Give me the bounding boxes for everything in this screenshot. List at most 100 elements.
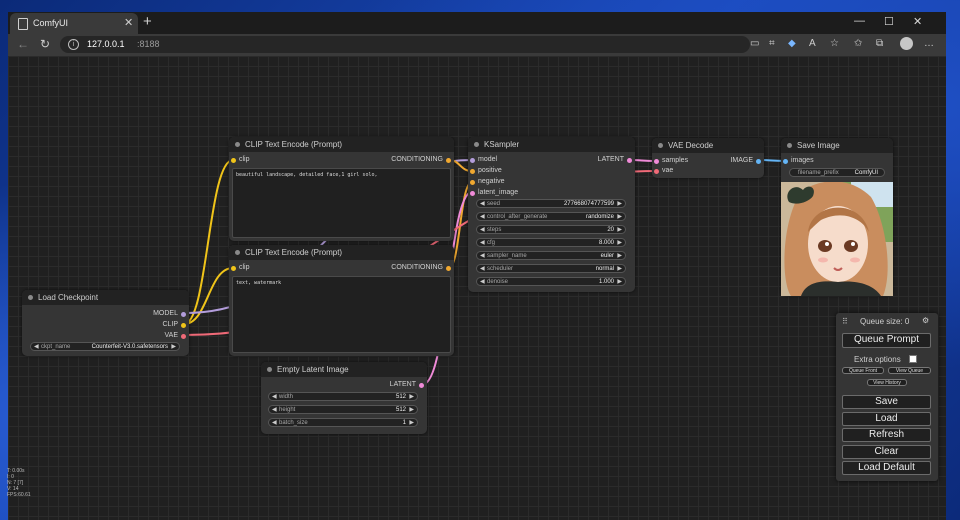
arrow-right-icon[interactable]: ▶ [171, 344, 176, 350]
gear-icon[interactable]: ⚙ [922, 316, 930, 325]
arrow-left-icon[interactable]: ◀ [480, 266, 485, 272]
collapse-dot[interactable] [658, 143, 663, 148]
widget-seed[interactable]: ◀ seed 277668074777599 ▶ [476, 199, 626, 208]
input-slot-vae[interactable] [654, 169, 659, 174]
output-slot-latent[interactable] [419, 383, 424, 388]
widget-width[interactable]: ◀ width 512 ▶ [268, 392, 418, 401]
collapse-dot[interactable] [235, 250, 240, 255]
more-icon[interactable]: … [924, 38, 934, 49]
input-slot-model[interactable] [470, 158, 475, 163]
node-save-image[interactable]: Save Image images filename_prefix ComfyU… [781, 138, 893, 296]
tab-comfyui[interactable]: ComfyUI ✕ [10, 13, 138, 34]
arrow-left-icon[interactable]: ◀ [480, 214, 485, 220]
arrow-right-icon[interactable]: ▶ [617, 253, 622, 259]
minimize-button[interactable]: — [854, 15, 865, 27]
arrow-right-icon[interactable]: ▶ [617, 240, 622, 246]
widget-height[interactable]: ◀ height 512 ▶ [268, 405, 418, 414]
extension-icon[interactable]: ◆ [788, 38, 796, 49]
collapse-dot[interactable] [267, 367, 272, 372]
input-slot-positive[interactable] [470, 169, 475, 174]
node-clip-text-encode-1[interactable]: CLIP Text Encode (Prompt) clip CONDITION… [229, 137, 454, 241]
refresh-button[interactable]: Refresh [842, 428, 931, 442]
arrow-right-icon[interactable]: ▶ [409, 394, 414, 400]
output-slot-conditioning[interactable] [446, 266, 451, 271]
arrow-right-icon[interactable]: ▶ [617, 266, 622, 272]
widget-cfg[interactable]: ◀ cfg 8.000 ▶ [476, 238, 626, 247]
node-clip-text-encode-2[interactable]: CLIP Text Encode (Prompt) clip CONDITION… [229, 245, 454, 356]
input-slot-latent-image[interactable] [470, 191, 475, 196]
widget-filename-prefix[interactable]: filename_prefix ComfyUI [789, 168, 885, 177]
arrow-right-icon[interactable]: ▶ [617, 279, 622, 285]
widget-scheduler[interactable]: ◀ scheduler normal ▶ [476, 264, 626, 273]
tab-close-icon[interactable]: ✕ [124, 17, 134, 29]
load-default-button[interactable]: Load Default [842, 461, 931, 475]
drag-handle-icon[interactable]: ⠿ [842, 317, 848, 326]
output-slot-latent[interactable] [627, 158, 632, 163]
collapse-dot[interactable] [474, 142, 479, 147]
output-slot-clip[interactable] [181, 323, 186, 328]
output-slot-image[interactable] [756, 159, 761, 164]
back-icon[interactable]: ← [17, 37, 29, 51]
node-title-bar[interactable]: CLIP Text Encode (Prompt) [229, 137, 454, 152]
view-queue-button[interactable]: View Queue [888, 367, 931, 374]
widget-batch-size[interactable]: ◀ batch_size 1 ▶ [268, 418, 418, 427]
info-icon[interactable]: i [68, 39, 79, 50]
favorite-icon[interactable]: ☆ [830, 38, 839, 49]
input-slot-clip[interactable] [231, 266, 236, 271]
collapse-dot[interactable] [235, 142, 240, 147]
load-button[interactable]: Load [842, 412, 931, 426]
arrow-right-icon[interactable]: ▶ [617, 227, 622, 233]
arrow-left-icon[interactable]: ◀ [480, 201, 485, 207]
cast-icon[interactable]: ▭ [750, 38, 760, 49]
widget-sampler-name[interactable]: ◀ sampler_name euler ▶ [476, 251, 626, 260]
node-ksampler[interactable]: KSampler model positive negative latent_… [468, 137, 635, 292]
arrow-right-icon[interactable]: ▶ [617, 201, 622, 207]
address-bar[interactable]: i 127.0.0.1 :8188 [60, 36, 750, 53]
node-vae-decode[interactable]: VAE Decode samples vae IMAGE [652, 138, 764, 178]
arrow-left-icon[interactable]: ◀ [272, 420, 277, 426]
arrow-right-icon[interactable]: ▶ [409, 420, 414, 426]
node-title-bar[interactable]: CLIP Text Encode (Prompt) [229, 245, 454, 260]
node-title-bar[interactable]: Empty Latent Image [261, 362, 427, 377]
widget-denoise[interactable]: ◀ denoise 1.000 ▶ [476, 277, 626, 286]
arrow-right-icon[interactable]: ▶ [409, 407, 414, 413]
widget-control-after-generate[interactable]: ◀ control_after_generate randomize ▶ [476, 212, 626, 221]
node-title-bar[interactable]: KSampler [468, 137, 635, 152]
arrow-left-icon[interactable]: ◀ [480, 279, 485, 285]
node-title-bar[interactable]: VAE Decode [652, 138, 764, 153]
node-empty-latent-image[interactable]: Empty Latent Image LATENT ◀ width 512 ▶ … [261, 362, 427, 434]
collections-icon[interactable]: ⧉ [876, 38, 884, 49]
view-history-button[interactable]: View History [867, 379, 907, 386]
extra-options-checkbox[interactable] [909, 355, 917, 363]
widget-ckpt-name[interactable]: ◀ ckpt_name Counterfeit-V3.0.safetensors… [30, 342, 180, 351]
node-load-checkpoint[interactable]: Load Checkpoint MODEL CLIP VAE ◀ ckpt_na… [22, 290, 189, 356]
clear-button[interactable]: Clear [842, 445, 931, 459]
input-slot-samples[interactable] [654, 159, 659, 164]
arrow-left-icon[interactable]: ◀ [34, 344, 39, 350]
reload-icon[interactable]: ↻ [40, 37, 51, 51]
node-title-bar[interactable]: Load Checkpoint [22, 290, 189, 305]
read-aloud-icon[interactable]: A [809, 38, 816, 49]
queue-prompt-button[interactable]: Queue Prompt [842, 333, 931, 348]
arrow-left-icon[interactable]: ◀ [480, 240, 485, 246]
arrow-left-icon[interactable]: ◀ [480, 253, 485, 259]
favorites-icon[interactable]: ✩ [854, 38, 863, 49]
queue-front-button[interactable]: Queue Front [842, 367, 884, 374]
prompt-textarea[interactable]: text, watermark [232, 276, 451, 353]
profile-avatar[interactable] [900, 37, 913, 50]
arrow-left-icon[interactable]: ◀ [480, 227, 485, 233]
widget-steps[interactable]: ◀ steps 20 ▶ [476, 225, 626, 234]
new-tab-button[interactable]: + [143, 13, 152, 30]
maximize-button[interactable]: ☐ [884, 16, 894, 28]
arrow-right-icon[interactable]: ▶ [617, 214, 622, 220]
arrow-left-icon[interactable]: ◀ [272, 407, 277, 413]
arrow-left-icon[interactable]: ◀ [272, 394, 277, 400]
node-title-bar[interactable]: Save Image [781, 138, 893, 153]
collapse-dot[interactable] [28, 295, 33, 300]
collapse-dot[interactable] [787, 143, 792, 148]
output-slot-conditioning[interactable] [446, 158, 451, 163]
input-slot-images[interactable] [783, 159, 788, 164]
prompt-textarea[interactable]: beautiful landscape, detailed face,1 gir… [232, 168, 451, 238]
output-slot-vae[interactable] [181, 334, 186, 339]
output-slot-model[interactable] [181, 312, 186, 317]
